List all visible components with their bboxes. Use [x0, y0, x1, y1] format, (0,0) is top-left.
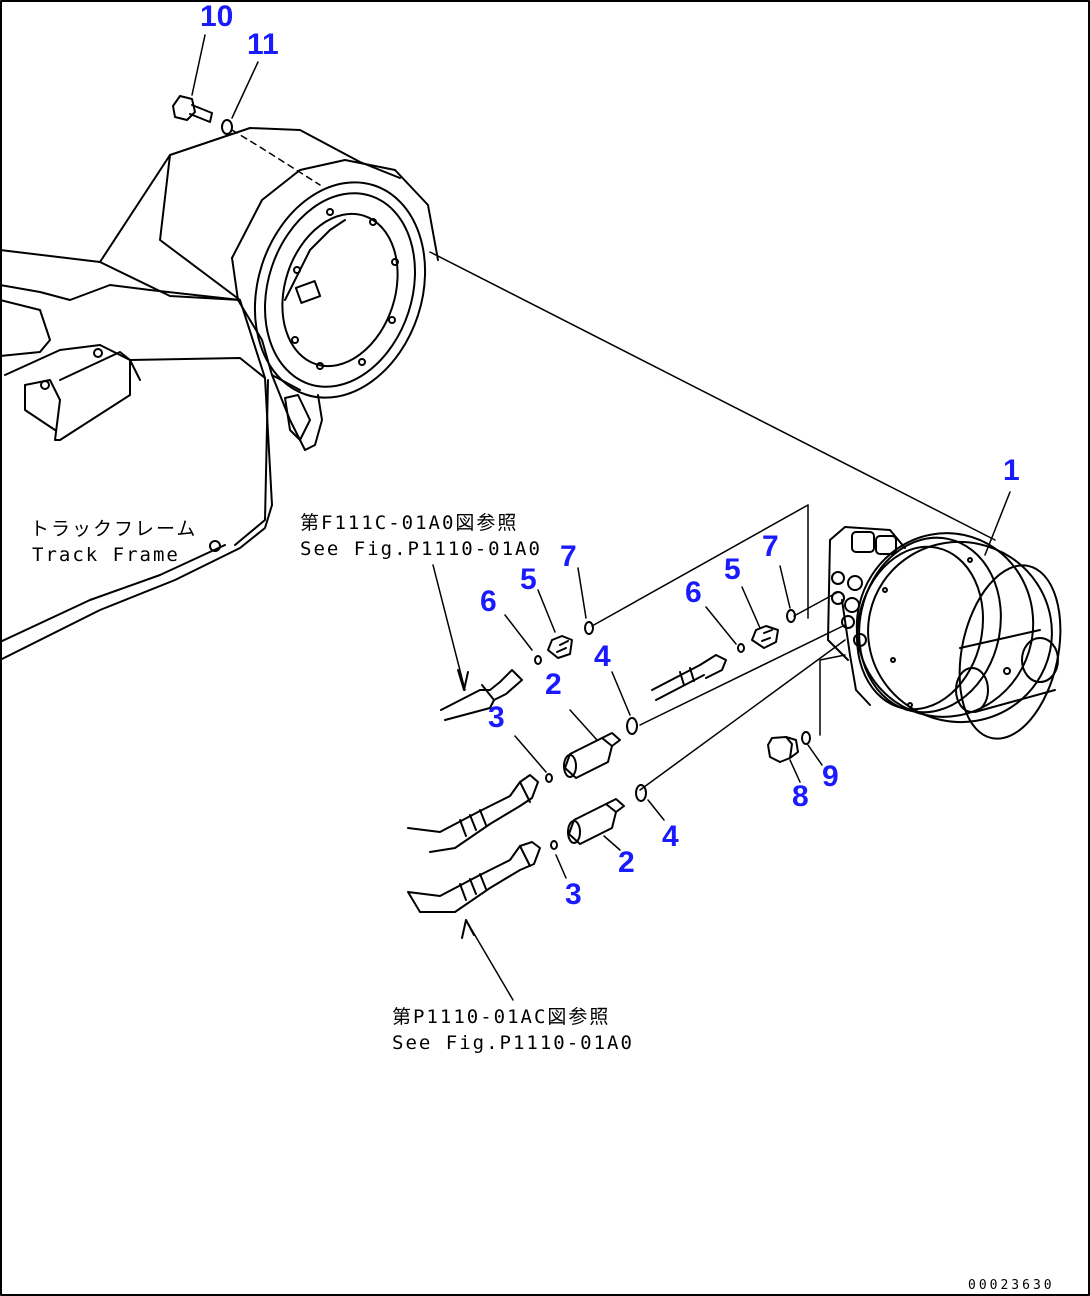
upper-left-hose-drawing [432, 564, 523, 721]
travel-motor-drawing [827, 491, 1062, 740]
callout-9[interactable]: 9 [822, 760, 839, 793]
callout-3-lower[interactable]: 3 [565, 878, 582, 911]
track-frame-label-jp: トラックフレーム [30, 518, 198, 540]
bolt-and-washer-drawing [172, 34, 259, 135]
track-frame-drawing [0, 127, 996, 661]
callout-4-lower[interactable]: 4 [662, 820, 679, 853]
callout-2-upper[interactable]: 2 [545, 668, 562, 701]
reference-lines [591, 504, 846, 791]
callout-5-right[interactable]: 5 [724, 553, 741, 586]
callout-11[interactable]: 11 [247, 28, 279, 61]
callout-7-left[interactable]: 7 [560, 540, 577, 573]
drawing-number: 00023630 [968, 1278, 1055, 1293]
callout-3-upper[interactable]: 3 [488, 701, 505, 734]
reference-note-top-en: See Fig.P1110-01A0 [300, 538, 542, 560]
callout-8[interactable]: 8 [792, 780, 809, 813]
reference-note-bottom-jp: 第P1110-01AC図参照 [392, 1006, 611, 1028]
upper-fitting-set-drawing [504, 567, 638, 735]
right-fitting-set-drawing [651, 565, 796, 701]
callout-6-right[interactable]: 6 [685, 576, 702, 609]
callout-1[interactable]: 1 [1003, 454, 1020, 487]
reference-note-top-jp: 第F111C-01A0図参照 [300, 512, 519, 534]
callout-2-lower[interactable]: 2 [618, 846, 635, 879]
plug-and-oring-drawing [767, 654, 846, 783]
callout-6-left[interactable]: 6 [480, 585, 497, 618]
callout-4-upper[interactable]: 4 [594, 640, 611, 673]
callout-10[interactable]: 10 [200, 0, 234, 33]
adapters-drawing [563, 709, 665, 851]
reference-note-bottom-en: See Fig.P1110-01A0 [392, 1032, 634, 1054]
callout-7-right[interactable]: 7 [762, 530, 779, 563]
track-frame-label-en: Track Frame [32, 544, 180, 566]
callout-5-left[interactable]: 5 [520, 563, 537, 596]
lower-hoses-drawing [407, 735, 567, 1001]
